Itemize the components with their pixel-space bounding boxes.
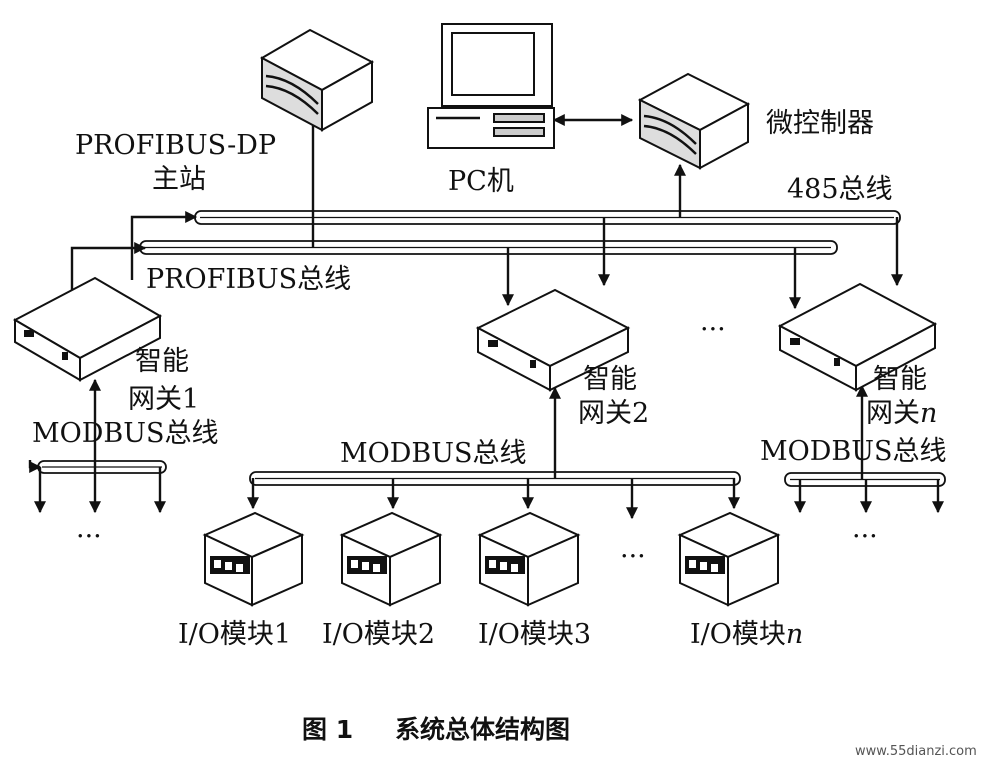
io-module-1-label: I/O模块1	[178, 619, 291, 650]
gateway-2-device	[475, 288, 631, 392]
master-station-device	[259, 28, 375, 132]
io-module-2-device	[339, 511, 443, 607]
figure-number: 图 1	[302, 715, 353, 744]
gateway-1-label-2: 网关1	[128, 384, 199, 415]
gateway-n-label-1: 智能	[873, 364, 927, 395]
gateway-2-label-2: 网关2	[578, 398, 649, 429]
gateway-n-label-2: 网关n	[866, 398, 937, 429]
figure-title: 系统总体结构图	[395, 715, 570, 744]
ellipsis-gateways: ···	[700, 314, 726, 345]
ellipsis-right: ···	[852, 521, 878, 552]
master-station-label-1: PROFIBUS-DP	[75, 130, 276, 161]
pc-computer	[427, 23, 555, 149]
gateway-1-device	[12, 276, 163, 382]
microcontroller-device	[637, 72, 751, 170]
profibus-bus-label: PROFIBUS总线	[146, 264, 351, 295]
gateway-2-label-1: 智能	[583, 364, 637, 395]
io-module-1-device	[202, 511, 305, 607]
gateway-1-label-1: 智能	[135, 346, 189, 377]
io-module-n-label: I/O模块n	[690, 619, 803, 650]
modbus-1-label: MODBUS总线	[32, 418, 219, 449]
pc-label: PC机	[448, 166, 514, 197]
bus-modbus-2	[249, 471, 741, 486]
microcontroller-label: 微控制器	[766, 108, 874, 139]
watermark: www.55dianzi.com	[855, 744, 977, 759]
modbus-n-label: MODBUS总线	[760, 436, 947, 467]
bus-modbus-1	[37, 460, 167, 474]
ellipsis-modules: ···	[620, 541, 646, 572]
io-module-2-label: I/O模块2	[322, 619, 435, 650]
bus-485	[194, 210, 901, 225]
bus-profibus	[139, 240, 838, 255]
ellipsis-left: ···	[76, 521, 102, 552]
modbus-2-label: MODBUS总线	[340, 438, 527, 469]
gateway-n-device	[777, 282, 938, 392]
connections	[28, 110, 944, 520]
io-module-3-device	[477, 511, 581, 607]
bus-485-label: 485总线	[787, 174, 893, 205]
io-module-n-device	[677, 511, 781, 607]
io-module-3-label: I/O模块3	[478, 619, 591, 650]
master-station-label-2: 主站	[152, 164, 206, 195]
